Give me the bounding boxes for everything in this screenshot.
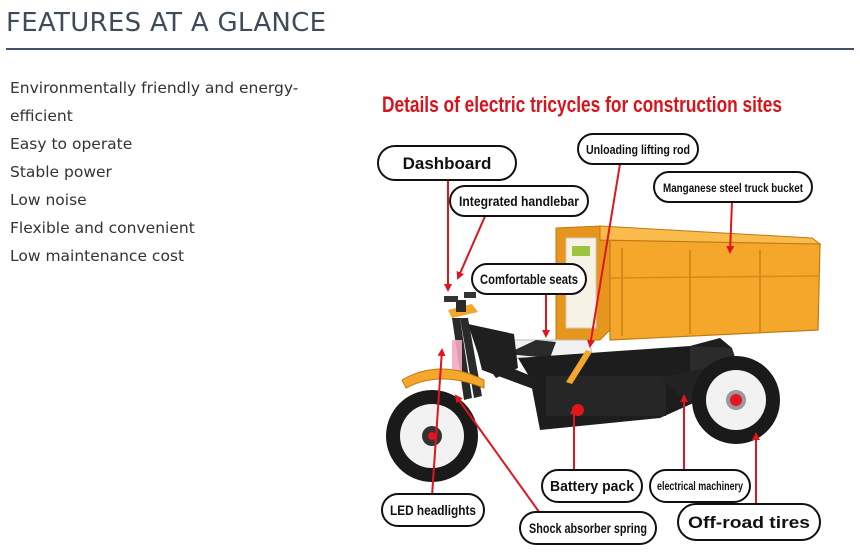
feature-item: Flexible and convenient [10,219,195,237]
callout-unloading-lifting-rod-label: Unloading lifting rod [586,142,690,157]
callout-integrated-handlebar: Integrated handlebar [449,185,589,217]
tricycle-diagram: Details of electric tricycles for constr… [377,92,822,545]
callout-dashboard-label: Dashboard [403,154,492,173]
callout-shock-absorber-spring-label: Shock absorber spring [529,521,647,536]
feature-list: Environmentally friendly and energy- eff… [10,74,300,270]
callout-led-headlights: LED headlights [381,493,485,527]
feature-item: efficient [10,107,73,125]
callout-battery-pack: Battery pack [541,469,643,503]
callout-arrows [431,163,760,517]
rear-wheel [692,356,780,444]
truck-bucket [555,225,822,341]
callout-integrated-handlebar-label: Integrated handlebar [459,194,580,209]
heading-divider [6,48,854,50]
page-heading: FEATURES AT A GLANCE [6,8,327,38]
callout-off-road-tires: Off-road tires [677,503,821,541]
callout-comfortable-seats-label: Comfortable seats [480,272,578,287]
callout-off-road-tires-label: Off-road tires [688,513,810,532]
feature-item: Stable power [10,163,112,181]
callout-electrical-machinery: electrical machinery [649,469,751,503]
callout-shock-absorber-spring: Shock absorber spring [519,511,657,545]
callout-comfortable-seats: Comfortable seats [471,263,587,295]
feature-item: Low maintenance cost [10,247,185,265]
diagram-title: Details of electric tricycles for constr… [382,92,782,117]
callout-electrical-machinery-label: electrical machinery [657,481,743,493]
callout-manganese-steel-truck-bucket: Manganese steel truck bucket [653,171,813,203]
feature-item: Low noise [10,191,87,209]
feature-item: Environmentally friendly and energy- [10,79,299,97]
callout-manganese-steel-truck-bucket-label: Manganese steel truck bucket [663,181,803,195]
callout-battery-pack-label: Battery pack [550,479,635,495]
feature-item: Easy to operate [10,135,133,153]
callout-led-headlights-label: LED headlights [390,502,476,518]
callout-dashboard: Dashboard [377,145,517,181]
front-wheel [386,390,478,482]
callout-unloading-lifting-rod: Unloading lifting rod [577,133,699,165]
